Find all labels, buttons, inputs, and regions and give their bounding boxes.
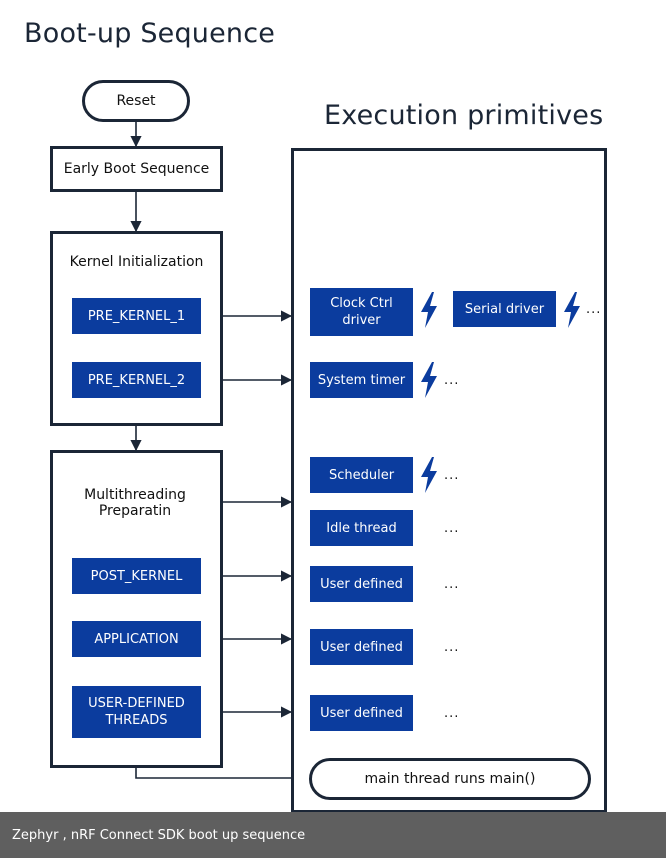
ellipsis-user-2: ... <box>444 640 460 655</box>
ellipsis-user-3: ... <box>444 706 460 721</box>
pre-kernel-1-block: PRE_KERNEL_1 <box>72 298 201 334</box>
idle-thread-block: Idle thread <box>310 510 413 546</box>
clock-ctrl-driver-block: Clock Ctrl driver <box>310 288 413 336</box>
post-kernel-block: POST_KERNEL <box>72 558 201 594</box>
system-timer-block: System timer <box>310 362 413 398</box>
caption-bar: Zephyr , nRF Connect SDK boot up sequenc… <box>0 812 666 858</box>
ellipsis-scheduler: ... <box>444 468 460 483</box>
user-defined-block-1: User defined <box>310 566 413 602</box>
user-defined-block-2: User defined <box>310 629 413 665</box>
ellipsis-serial: ... <box>586 302 602 317</box>
lightning-bolt-icon <box>421 457 437 493</box>
reset-label: Reset <box>116 93 156 109</box>
ellipsis-user-1: ... <box>444 577 460 592</box>
ellipsis-idle: ... <box>444 521 460 536</box>
lightning-bolt-icon <box>421 362 437 398</box>
lightning-bolt-icon <box>564 292 580 328</box>
lightning-bolt-icon <box>421 292 437 328</box>
caption-text: Zephyr , nRF Connect SDK boot up sequenc… <box>12 827 306 843</box>
main-thread-node: main thread runs main() <box>309 758 591 800</box>
scheduler-block: Scheduler <box>310 457 413 493</box>
application-block: APPLICATION <box>72 621 201 657</box>
early-boot-label: Early Boot Sequence <box>63 161 210 177</box>
multithreading-label: Multithreading Preparatin <box>84 487 186 519</box>
section-title-execution-primitives: Execution primitives <box>324 100 604 131</box>
kernel-init-label: Kernel Initialization <box>69 254 204 270</box>
early-boot-node: Early Boot Sequence <box>50 146 223 192</box>
pre-kernel-2-block: PRE_KERNEL_2 <box>72 362 201 398</box>
user-defined-block-3: User defined <box>310 695 413 731</box>
serial-driver-block: Serial driver <box>453 291 556 327</box>
user-defined-threads-block: USER-DEFINED THREADS <box>72 686 201 738</box>
reset-node: Reset <box>82 80 190 122</box>
main-thread-label: main thread runs main() <box>364 771 536 787</box>
page-title: Boot-up Sequence <box>24 18 276 49</box>
ellipsis-timer: ... <box>444 373 460 388</box>
